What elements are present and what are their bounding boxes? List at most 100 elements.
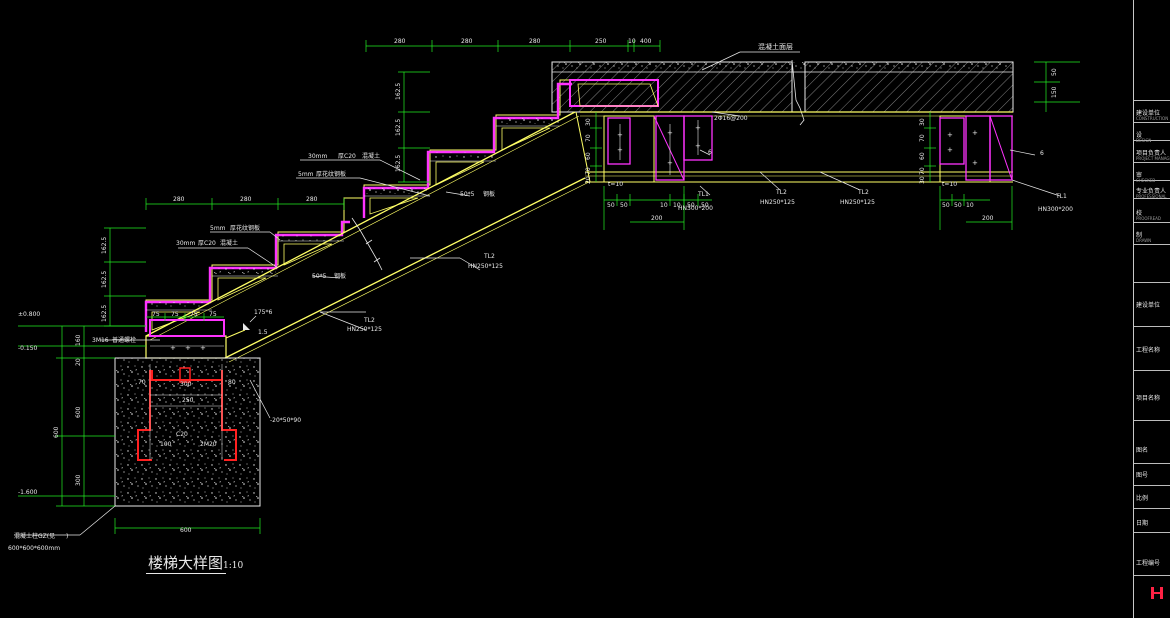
title-block-divider xyxy=(1134,420,1170,421)
title-block-divider xyxy=(1134,508,1170,509)
label-column-paren: ) xyxy=(66,533,68,540)
label-pattern-plate-a: 厚花纹钢板 xyxy=(316,170,346,178)
title-block-label: 制 xyxy=(1136,232,1143,239)
dim-col-inner-1: 70 xyxy=(138,379,146,386)
title-block-label: 工程编号 xyxy=(1136,560,1161,567)
title-block-label: 设 xyxy=(1136,132,1143,139)
label-weld-bolt: 3M16 xyxy=(92,337,109,344)
title-block-divider xyxy=(1134,180,1170,181)
drawing-title-text: 楼梯大样图 xyxy=(148,554,224,572)
dim-beam2-h1: 30 xyxy=(919,118,926,126)
dim-right-v2: 150 xyxy=(1051,86,1058,98)
dim-rise-l3: 162.5 xyxy=(101,305,108,322)
title-block-divider xyxy=(1134,222,1170,223)
dim-top-1: 280 xyxy=(394,38,406,45)
leader-lines xyxy=(14,51,1061,536)
title-block-sublabel: CHECKED xyxy=(1136,178,1156,183)
dim-bay1-4: 10 xyxy=(673,202,681,209)
title-block-divider xyxy=(1134,326,1170,327)
svg-text:+: + xyxy=(947,131,953,139)
label-concrete-a: 混凝土 xyxy=(362,152,380,160)
svg-text:+: + xyxy=(972,129,978,137)
label-weld-6b: 6 xyxy=(1040,150,1044,157)
label-weld-1: 1.5 xyxy=(258,329,268,336)
svg-text:+: + xyxy=(695,124,701,132)
label-tl1: TL1 xyxy=(697,191,709,198)
title-block-divider xyxy=(1134,532,1170,533)
label-tl2-mid1-size: HN250*125 xyxy=(760,199,795,206)
dim-mid-1: 280 xyxy=(173,196,185,203)
title-block-sublabel: PROOFREAD xyxy=(1136,216,1161,221)
dim-top-3: 280 xyxy=(529,38,541,45)
dim-col-1: 160 xyxy=(75,334,82,346)
landing-beams: + + + + + + + + + + xyxy=(580,111,1013,183)
label-tl2-lower-size: HN250*125 xyxy=(347,326,382,333)
label-tl1-right: TL1 xyxy=(1055,193,1067,200)
label-plate: 175*6 xyxy=(254,309,272,316)
label-tl1-size: HN300*200 xyxy=(678,205,713,212)
label-tl1-right-size: HN300*200 xyxy=(1038,206,1073,213)
title-block-divider xyxy=(1134,100,1170,101)
dim-beam-h2: 70 xyxy=(585,134,592,142)
dim-col-2: 20 xyxy=(75,358,82,366)
svg-text:+: + xyxy=(617,131,623,139)
concrete-column xyxy=(114,357,261,507)
title-block-label: 比例 xyxy=(1136,495,1149,502)
dim-bay2-total: 200 xyxy=(982,215,994,222)
drawing-scale: 1:10 xyxy=(223,561,244,571)
svg-text:+: + xyxy=(170,344,176,352)
dim-col-inner-4: 250 xyxy=(182,397,194,404)
dim-col-inner-3: 80 xyxy=(228,379,236,386)
title-block-divider xyxy=(1134,140,1170,141)
dim-bay1-1: 50 xyxy=(607,202,615,209)
label-column-size: 600*600*600mm xyxy=(8,545,60,552)
dim-col-total: 600 xyxy=(53,426,60,438)
dim-rise-l2: 162.5 xyxy=(101,271,108,288)
stair-steps xyxy=(144,79,659,332)
title-block-label: 项目负责人 xyxy=(1136,150,1167,157)
title-block-divider xyxy=(1134,198,1170,199)
title-block-divider xyxy=(1134,485,1170,486)
title-block-sublabel: PROJECT MANAGER xyxy=(1136,156,1170,161)
label-top-slab: 混凝土面层 xyxy=(758,42,793,51)
label-steel-plate-b: 钢板 xyxy=(334,272,346,280)
title-block-label: 图名 xyxy=(1136,447,1149,454)
dim-beam-h5: 20 xyxy=(585,176,592,184)
svg-text:+: + xyxy=(617,146,623,154)
dim-bay1-2: 50 xyxy=(620,202,628,209)
elev-bot: -1.600 xyxy=(18,489,38,496)
label-steel-plate-a: 钢板 xyxy=(483,190,495,198)
label-rebar-small: 2M20 xyxy=(200,441,217,448)
title-block-label: 图号 xyxy=(1136,472,1149,479)
company-logo-icon xyxy=(1151,587,1163,599)
dim-mid-3: 280 xyxy=(306,196,318,203)
label-thick20-a: 厚C20 xyxy=(338,153,356,160)
label-5mm-a: 5mm xyxy=(298,171,314,178)
dim-col-bottom: 600 xyxy=(180,527,192,534)
dim-plate-3: 75 xyxy=(190,311,198,318)
title-block-label: 工程名称 xyxy=(1136,347,1161,354)
dim-beam2-h4: 70 xyxy=(919,167,926,175)
label-30mm-a: 30mm xyxy=(308,153,327,160)
top-landing-slab xyxy=(551,59,1014,126)
dimension-lines xyxy=(18,40,1080,534)
title-block-sublabel: CONSTRUCTION xyxy=(1136,116,1169,121)
stringer-beams xyxy=(145,111,591,363)
title-block-divider xyxy=(1134,463,1170,464)
title-block-divider xyxy=(1134,122,1170,123)
dim-rise-u2: 162.5 xyxy=(395,119,402,136)
dim-bay1-5: 50 xyxy=(687,202,695,209)
label-t10b: t=10 xyxy=(942,181,957,188)
label-rebar: 2Φ16@200 xyxy=(714,115,748,122)
title-block-label: 建设单位 xyxy=(1136,110,1161,117)
dim-beam2-h2: 70 xyxy=(919,134,926,142)
label-30mm-b: 30mm xyxy=(176,240,195,247)
label-angle-a: 50*5 xyxy=(460,191,475,198)
dim-col-3: 600 xyxy=(75,406,82,418)
title-underline xyxy=(146,573,226,574)
label-angle-b: 50*5 xyxy=(312,273,327,280)
title-block-label: 建设单位 xyxy=(1136,302,1161,309)
base-plate: + + + xyxy=(145,319,250,359)
label-rebar-spec: -20*50*90 xyxy=(270,417,301,424)
